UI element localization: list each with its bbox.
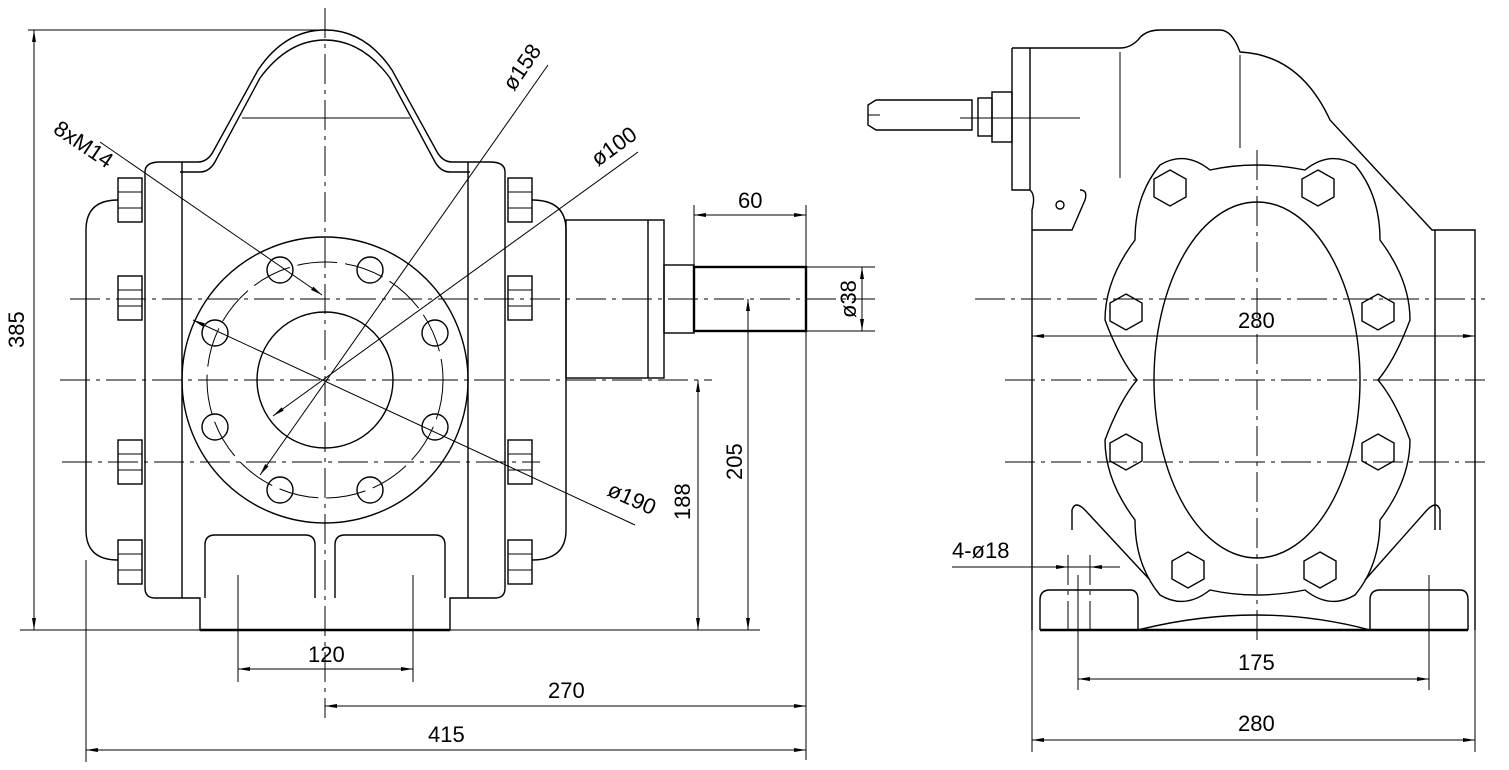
label-8xm14: 8xM14	[49, 115, 118, 173]
label-175: 175	[1238, 650, 1275, 675]
side-view: 280 4-ø18 175 280	[867, 29, 1485, 752]
leader-8xm14	[99, 141, 323, 296]
screw-boss	[991, 91, 1013, 143]
adjust-screw	[867, 99, 973, 131]
label-385: 385	[4, 311, 29, 348]
front-view: 8xM14 ø158 ø100 ø190 385 188 205 60 ø38 …	[4, 8, 875, 762]
base-arc	[1137, 614, 1371, 631]
flange-bolt-holes	[201, 256, 449, 504]
leader-dia-158	[259, 64, 549, 476]
label-dia-158: ø158	[497, 39, 546, 95]
label-188: 188	[670, 483, 695, 520]
label-270: 270	[548, 678, 585, 703]
rib-left	[1071, 504, 1151, 581]
foot-recess-right	[334, 534, 446, 598]
foot-right	[1369, 589, 1469, 630]
rib-right	[1364, 504, 1441, 581]
top-arch-inner	[180, 39, 470, 173]
small-hole	[1055, 200, 1065, 210]
label-dia-38: ø38	[836, 280, 861, 318]
label-dia-100: ø100	[586, 121, 641, 171]
flange-hex-bolts	[1109, 169, 1395, 589]
leader-dia-100	[272, 151, 639, 417]
foot-recess-left	[204, 534, 316, 598]
label-280-base: 280	[1238, 711, 1275, 736]
label-4-dia-18: 4-ø18	[952, 538, 1009, 563]
label-60: 60	[738, 188, 762, 213]
side-nuts	[117, 177, 533, 585]
label-dia-190: ø190	[604, 477, 660, 520]
lock-nut	[977, 97, 993, 137]
label-120: 120	[308, 642, 345, 667]
label-280-flange: 280	[1238, 308, 1275, 333]
side-body-top	[1012, 29, 1476, 630]
label-205: 205	[722, 443, 747, 480]
label-415: 415	[428, 722, 465, 747]
foot-left	[1039, 589, 1139, 630]
valve-body	[1011, 48, 1087, 231]
leader-dia-190	[192, 319, 636, 526]
